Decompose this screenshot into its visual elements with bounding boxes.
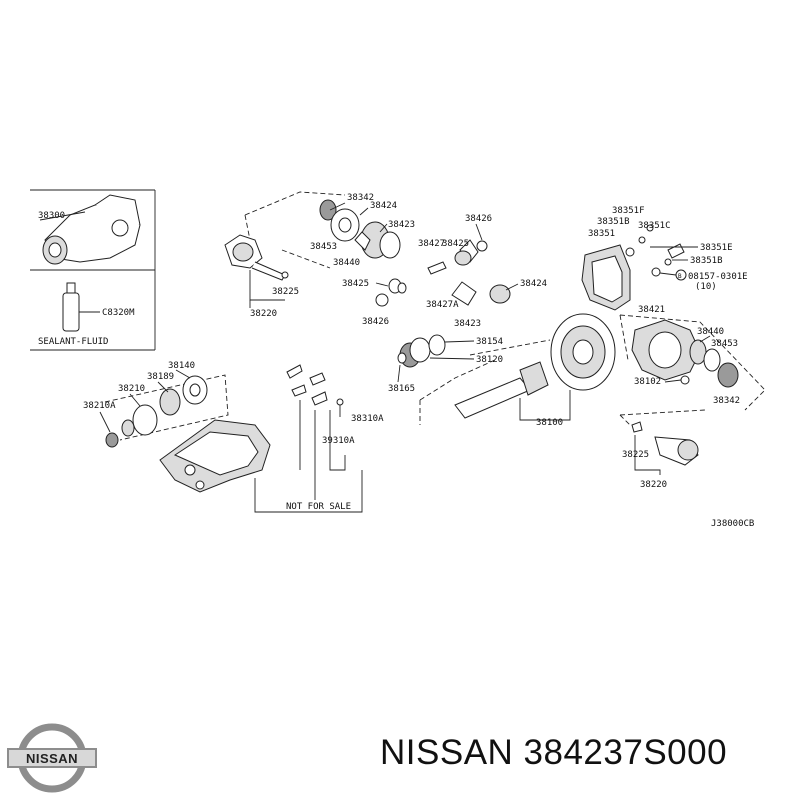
label-38225-left: 38225 [272,287,299,297]
label-38220-left: 38220 [250,309,277,319]
label-38342-right: 38342 [713,396,740,406]
inset-box [30,189,156,351]
companion-flange-left-drawing [224,234,289,281]
label-38424-top: 38424 [370,201,397,211]
label-38351c: 38351C [638,221,671,231]
gear-carrier-housing-drawing [159,419,271,493]
bolt-circle-b-symbol: B [675,269,687,281]
label-38351b-1: 38351B [597,217,630,227]
label-38342-top: 38342 [347,193,374,203]
pinion-mate-gears-drawing [375,239,511,307]
label-38225-right: 38225 [622,450,649,460]
side-bearing-drawing [319,199,401,259]
label-38140: 38140 [168,361,195,371]
label-38351: 38351 [588,229,615,239]
label-38421: 38421 [638,305,665,315]
label-bolt-qty: (10) [695,282,717,292]
label-38427a: 38427A [426,300,459,310]
label-38210a: 38210A [83,401,116,411]
label-38120: 38120 [476,355,503,365]
label-38453-top: 38453 [310,242,337,252]
label-38351f: 38351F [612,206,645,216]
label-38423-mid: 38423 [454,319,481,329]
side-flange-drawing [105,375,208,448]
dashed-group-pinion [419,339,551,425]
label-38351e: 38351E [700,243,733,253]
part-number-title: NISSAN 384237S000 [380,733,728,772]
label-38427: 38427 [418,239,445,249]
dashed-group-bottom-right [619,409,706,426]
label-38210: 38210 [118,384,145,394]
dashed-group-left [104,374,229,441]
mount-brackets-drawing [286,364,344,406]
label-38426-mid: 38426 [362,317,389,327]
companion-flange-right-drawing [631,421,699,466]
label-38189: 38189 [147,372,174,382]
label-c8320m: C8320M [102,308,135,318]
label-39310a: 39310A [322,436,355,446]
label-38453-right: 38453 [711,339,738,349]
label-38100: 38100 [536,418,563,428]
rear-cover-drawing [581,224,685,311]
label-38426-top: 38426 [465,214,492,224]
label-38423-top: 38423 [388,220,415,230]
ring-gear-drawing [550,313,616,391]
label-38310a-1: 38310A [351,414,384,424]
nissan-logo-wordmark: NISSAN [26,751,78,766]
differential-case-drawing [631,319,739,388]
label-38220-right: 38220 [640,480,667,490]
label-38165: 38165 [388,384,415,394]
sealant-bottle-drawing [62,282,100,332]
pinion-bearing-drawing [397,334,446,368]
label-38425-mid: 38425 [342,279,369,289]
label-38440-right: 38440 [697,327,724,337]
label-38424-mid: 38424 [520,279,547,289]
label-not-for-sale: NOT FOR SALE [286,502,351,512]
label-38154: 38154 [476,337,503,347]
label-bolt-code: 08157-0301E [688,272,748,282]
label-38351b-2: 38351B [690,256,723,266]
diagram-code: J38000CB [711,519,754,529]
svg-text:B: B [678,273,682,280]
dashed-group-right [619,314,766,411]
drive-pinion-drawing [454,361,549,419]
label-38425-top: 38425 [442,239,469,249]
label-sealant-fluid: SEALANT-FLUID [38,337,108,347]
label-38440-top: 38440 [333,258,360,268]
label-38102: 38102 [634,377,661,387]
label-38300: 38300 [38,211,65,221]
dashed-group-top-center [244,191,346,269]
differential-assembly-drawing [39,194,141,265]
nissan-logo: NISSAN [7,723,97,793]
